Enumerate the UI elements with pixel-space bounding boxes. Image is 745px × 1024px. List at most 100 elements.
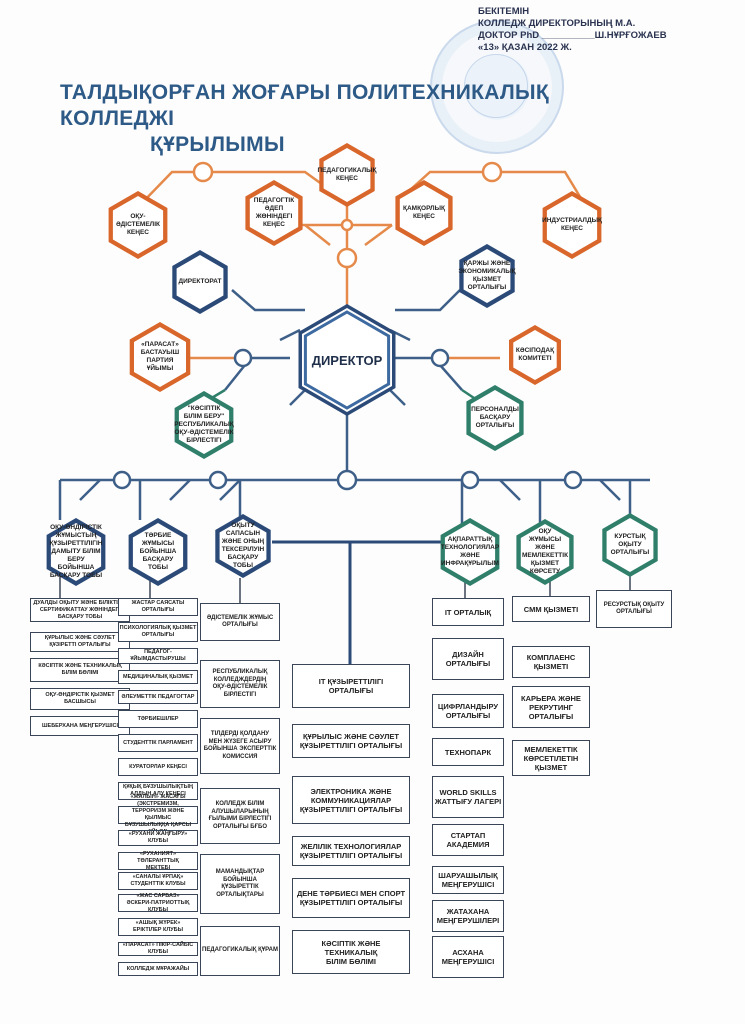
col2-unit-box: ТӘРБИЕШІЛЕР — [118, 710, 198, 728]
col4-unit-box: КӘСІПТІК ЖӘНЕ ТЕХНИКАЛЫҚ БІЛІМ БӨЛІМІ — [292, 930, 410, 974]
hexagon-label: "КӘСІПТІК БІЛІМ БЕРУ" РЕСПУБЛИКАЛЫҚ ОҚУ-… — [174, 404, 234, 444]
hexagon-fill — [470, 390, 520, 446]
hexagon-fill — [219, 519, 267, 573]
col2-unit-box: «РУХАНИЯТ» ТӨЛЕРАНТТЫҚ МЕКТЕБІ — [118, 851, 198, 871]
hexagon-fill — [520, 524, 570, 580]
col5-unit-box: IT ОРТАЛЫҚ — [432, 598, 504, 626]
hexagon-label: «ПАРАСАТ» БАСТАУЫШ ПАРТИЯ ҰЙЫМЫ — [140, 341, 180, 372]
hexagon-node: ДИРЕКТОРАТ — [172, 260, 227, 305]
hexagon-fill — [50, 523, 102, 581]
hexagon-label: ҚАМҚОРЛЫҚ КЕҢЕС — [403, 204, 445, 220]
hexagon-fill — [178, 396, 230, 454]
hexagon-fill — [444, 523, 496, 581]
col3-unit-box: ӘДІСТЕМЕЛІК ЖҰМЫС ОРТАЛЫҒЫ — [200, 603, 280, 641]
hexagon-label: ОҚУ ЖҰМЫСЫ ЖӘНЕ МЕМЛЕКЕТТІК ҚЫЗМЕТ КӨРСЕ… — [521, 527, 569, 575]
hexagon-label: ИНДУСТРИАЛДЫҚ КЕҢЕС — [542, 216, 602, 232]
col5-unit-box: WORLD SKILLS ЖАТТЫҒУ ЛАГЕРІ — [432, 776, 504, 818]
hexagon-node: "КӘСІПТІК БІЛІМ БЕРУ" РЕСПУБЛИКАЛЫҚ ОҚУ-… — [174, 401, 234, 449]
col2-unit-box: КУРАТОРЛАР КЕҢЕСІ — [118, 758, 198, 776]
hexagon-label: ОҚУ- ӘДІСТЕМЕЛІК КЕҢЕС — [115, 212, 161, 236]
col5-unit-box: ДИЗАЙН ОРТАЛЫҒЫ — [432, 638, 504, 680]
col5-unit-box: АСХАНА МЕҢГЕРУШІСІ — [432, 936, 504, 978]
hexagon-label: ОҚЫТУ САПАСЫН ЖӘНЕ ОНЫҢ ТЕКСЕРІЛУІН БАСҚ… — [221, 522, 265, 569]
col4-unit-box: ҚҰРЫЛЫС ЖӘНЕ СӘУЛЕТ ҚҰЗЫРЕТТІЛІГІ ОРТАЛЫ… — [292, 724, 410, 758]
col2-unit-box: ПЕДАГОГ-ҰЙЫМДАСТЫРУШЫ — [118, 648, 198, 664]
col2-unit-box: «ЖАС САРБАЗ» ӘСКЕРИ-ПАТРИОТТЫҚ КЛУБЫ — [118, 893, 198, 913]
hexagon-node: ҚАМҚОРЛЫҚ КЕҢЕС — [396, 190, 453, 236]
hexagon-node: ИНДУСТРИАЛДЫҚ КЕҢЕС — [542, 201, 602, 249]
page-title: ТАЛДЫҚОРҒАН ЖОҒАРЫ ПОЛИТЕХНИКАЛЫҚ КОЛЛЕД… — [60, 80, 660, 158]
hexagon-node: ОҚУ ЖҰМЫСЫ ЖӘНЕ МЕМЛЕКЕТТІК ҚЫЗМЕТ КӨРСЕ… — [517, 527, 574, 575]
col1-unit-box: ШЕБЕРХАНА МЕҢГЕРУШІСІ — [30, 716, 130, 736]
hexagon-fill — [323, 148, 371, 202]
col6-unit-box: КАРЬЕРА ЖӘНЕ РЕКРУТИНГ ОРТАЛЫҒЫ — [512, 686, 590, 728]
director-node: ДИРЕКТОР — [302, 348, 392, 372]
hexagon-fill — [546, 196, 598, 254]
approval-line-4: «13» ҚАЗАН 2022 Ж. — [478, 42, 572, 53]
col5-unit-box: ТЕХНОПАРК — [432, 738, 504, 766]
hexagon-label: АҚПАРАТТЫҚ ТЕХНОЛОГИЯЛАР ЖӘНЕ ИНФРАҚҰРЫЛ… — [440, 535, 500, 567]
col1-unit-box: ҚҰРЫЛЫС ЖӘНЕ СӘУЛЕТ ҚҰЗІРЕТТІ ОРТАЛЫҒЫ — [30, 632, 130, 652]
hexagon-fill — [112, 196, 164, 254]
approval-line-3: ДОКТОР PhD __________Ш.НҰРҒОЖАЕВ — [478, 30, 667, 41]
col4-unit-box: IT ҚҰЗЫРЕТТІЛІГІ ОРТАЛЫҒЫ — [292, 664, 410, 708]
col3-unit-box: ПЕДАГОГИКАЛЫҚ ҚҰРАМ — [200, 926, 280, 976]
col6-unit-box: КОМПЛАЕНС ҚЫЗМЕТІ — [512, 646, 590, 678]
hexagon-node: ОҚУ-ӨНДІРІСТІК ЖҰМЫСТЫҢ ҚҰЗЫРЕТТІЛІГІН Д… — [47, 524, 105, 579]
col3-unit-box: КОЛЛЕДЖ БІЛІМ АЛУШЫЛАРЫНЫҢ ҒЫЛЫМИ БІРЛЕС… — [200, 788, 280, 844]
col2-unit-box: «ЖАЛЫН» ЖАСАҒЫ (ЭКСТРЕМИЗМ, ТЕРРОРИЗМ ЖӘ… — [118, 794, 198, 835]
col4-unit-box: ДЕНЕ ТӘРБИЕСІ МЕН СПОРТ ҚҰЗЫРЕТТІЛІГІ ОР… — [292, 878, 410, 918]
director-hexagon-inner — [303, 310, 391, 410]
hexagon-fill — [132, 523, 184, 581]
approval-block: БЕКІТЕМІН КОЛЛЕДЖ ДИРЕКТОРЫНЫҢ М.А. ДОКТ… — [478, 6, 708, 54]
approval-line-1: БЕКІТЕМІН — [478, 6, 530, 17]
approval-line-2: КОЛЛЕДЖ ДИРЕКТОРЫНЫҢ М.А. — [478, 18, 636, 29]
col2-unit-box: ӘЛЕУМЕТТІК ПЕДАГОГТАР — [118, 690, 198, 704]
stamp-emblem — [464, 54, 528, 118]
hexagon-fill — [463, 249, 511, 303]
col5-unit-box: СТАРТАП АКАДЕМИЯ — [432, 824, 504, 856]
col1-unit-box: КӘСІПТІК ЖӘНЕ ТЕХНИКАЛЫҚ БІЛІМ БӨЛІМІ — [30, 658, 130, 682]
hexagon-label: КУРСТЫҚ ОҚЫТУ ОРТАЛЫҒЫ — [610, 532, 650, 556]
hexagon-label: ПЕРСОНАЛДЫ БАСҚАРУ ОРТАЛЫҒЫ — [471, 405, 519, 429]
col5-unit-box: ЖАТАХАНА МЕҢГЕРУШІЛЕРІ — [432, 900, 504, 932]
col2-unit-box: «ПАРАСАТ» ПІКІР-САЙЫС КЛУБЫ — [118, 942, 198, 956]
col7-unit-box: РЕСУРСТЫҚ ОҚЫТУ ОРТАЛЫҒЫ — [596, 590, 672, 628]
col6-unit-box: СММ ҚЫЗМЕТІ — [512, 596, 590, 622]
col2-unit-box: «РУХАНИ ЖАҢҒЫРУ» КЛУБЫ — [118, 830, 198, 846]
col4-unit-box: ЖЕЛІЛІК ТЕХНОЛОГИЯЛАР ҚҰЗЫРЕТТІЛІГІ ОРТА… — [292, 836, 410, 866]
hexagon-node: ҚАРЖЫ ЖӘНЕ ЭКОНОМИКАЛЫҚ ҚЫЗМЕТ ОРТАЛЫҒЫ — [458, 254, 516, 299]
hexagon-node: ОҚЫТУ САПАСЫН ЖӘНЕ ОНЫҢ ТЕКСЕРІЛУІН БАСҚ… — [215, 522, 270, 569]
col3-unit-box: РЕСПУБЛИКАЛЫҚ КОЛЛЕДЖДЕРДІҢ ОҚУ-ӘДІСТЕМЕ… — [200, 660, 280, 708]
hexagon-label: ПЕДАГОГТІК ӘДЕП ЖӨНІНДЕГІ КЕҢЕС — [253, 196, 295, 228]
col5-unit-box: ШАРУАШЫЛЫҚ МЕҢГЕРУШІСІ — [432, 866, 504, 894]
col5-unit-box: ЦИФРЛАНДЫРУ ОРТАЛЫҒЫ — [432, 694, 504, 728]
col6-unit-box: МЕМЛЕКЕТТІК КӨРСЕТІЛЕТІН ҚЫЗМЕТ — [512, 740, 590, 776]
hexagon-label: ҚАРЖЫ ЖӘНЕ ЭКОНОМИКАЛЫҚ ҚЫЗМЕТ ОРТАЛЫҒЫ — [458, 259, 516, 291]
col3-unit-box: МАМАНДЫҚТАР БОЙЫНША ҚҰЗЫРЕТТІК ОРТАЛЫҚТА… — [200, 854, 280, 914]
col2-unit-box: ПСИХОЛОГИЯЛЫҚ ҚЫЗМЕТ ОРТАЛЫҒЫ — [118, 622, 198, 642]
hexagon-node: ПЕРСОНАЛДЫ БАСҚАРУ ОРТАЛЫҒЫ — [467, 395, 524, 441]
official-stamp — [430, 20, 564, 154]
hexagon-fill — [606, 518, 654, 572]
col2-unit-box: ҚҰҚЫҚ БҰЗУШЫЛЫҚТЫҢ АЛДЫН АЛУ КЕҢЕСІ — [118, 782, 198, 800]
hexagon-node: «ПАРАСАТ» БАСТАУЫШ ПАРТИЯ ҰЙЫМЫ — [130, 333, 190, 382]
hexagon-fill — [176, 255, 224, 309]
col2-unit-box: ЖАСТАР САЯСАТЫ ОРТАЛЫҒЫ — [118, 598, 198, 616]
title-line-1: ТАЛДЫҚОРҒАН ЖОҒАРЫ ПОЛИТЕХНИКАЛЫҚ КОЛЛЕД… — [60, 81, 550, 130]
title-line-2: ҚҰРЫЛЫМЫ — [150, 133, 285, 156]
hexagon-fill — [513, 330, 557, 380]
col2-unit-box: «САНАЛЫ ҰРПАҚ» СТУДЕНТТІК КЛУБЫ — [118, 872, 198, 890]
col2-unit-box: КОЛЛЕДЖ МҰРАЖАЙЫ — [118, 962, 198, 976]
hexagon-label: ОҚУ-ӨНДІРІСТІК ЖҰМЫСТЫҢ ҚҰЗЫРЕТТІЛІГІН Д… — [49, 523, 103, 579]
col1-unit-box: ОҚУ-ӨНДІРІСТІК ҚЫЗМЕТ БАСШЫСЫ — [30, 688, 130, 710]
hexagon-fill — [399, 185, 449, 241]
col2-unit-box: МЕДИЦИНАЛЫҚ ҚЫЗМЕТ — [118, 670, 198, 684]
hexagon-fill — [134, 327, 186, 387]
col4-unit-box: ЭЛЕКТРОНИКА ЖӘНЕ КОММУНИКАЦИЯЛАР ҚҰЗЫРЕТ… — [292, 776, 410, 824]
col3-unit-box: ТІЛДЕРДІ ҚОЛДАНУ МЕН ЖҮЗЕГЕ АСЫРУ БОЙЫНШ… — [200, 718, 280, 774]
hexagon-label: ПЕДАГОГИКАЛЫҚ КЕҢЕС — [317, 166, 377, 182]
hexagon-node: КУРСТЫҚ ОҚЫТУ ОРТАЛЫҒЫ — [602, 523, 657, 568]
